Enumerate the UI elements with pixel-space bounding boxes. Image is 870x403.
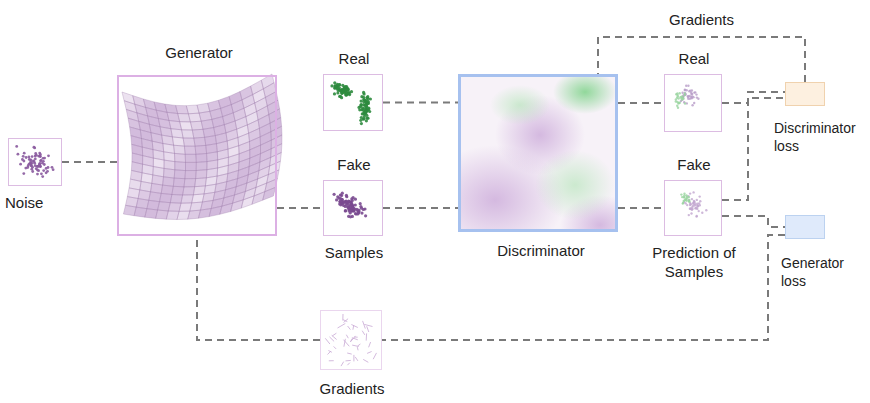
node-label: Generator loss (781, 254, 861, 290)
node-label: Generator (119, 43, 279, 62)
node-label: Prediction of Samples (647, 243, 741, 281)
sample-dots (15, 81, 707, 218)
diagram-box: Generator loss (785, 215, 825, 239)
edge-label: Gradients (666, 10, 737, 29)
dashed-connector (383, 208, 458, 209)
diagram-box: Gradients (320, 310, 382, 370)
node-label: Fake (665, 155, 723, 174)
diagram-box: Generator (117, 75, 277, 236)
node-label: Discriminator loss (774, 119, 868, 155)
diagram-box: Real (664, 74, 722, 132)
discriminator-heatmap (460, 76, 616, 230)
diagram-box: FakeSamples (323, 180, 383, 236)
diagram-box: Discriminator (458, 74, 618, 232)
dashed-connector (383, 102, 458, 103)
node-label: Discriminator (461, 241, 621, 260)
dashed-connector (618, 208, 664, 209)
dashed-connector (197, 236, 320, 340)
dashed-connector (277, 208, 323, 209)
diagram-box: Real (323, 74, 383, 131)
node-label: Samples (314, 243, 394, 262)
node-label: Noise (5, 193, 75, 212)
dashed-connector (382, 235, 785, 340)
node-label: Fake (324, 155, 384, 174)
node-label: Real (665, 49, 723, 68)
dashed-connector (62, 162, 117, 163)
diagram-box: Discriminator loss (785, 82, 825, 106)
dashed-connector (722, 216, 785, 227)
generator-mesh (122, 74, 282, 220)
dashed-connector (598, 37, 805, 82)
gradient-strokes (325, 314, 376, 366)
diagram-box: Noise (8, 138, 62, 186)
dashed-connector (618, 103, 664, 104)
node-label: Real (324, 49, 384, 68)
node-label: Gradients (307, 379, 397, 398)
diagram-box: FakePrediction of Samples (664, 180, 722, 236)
